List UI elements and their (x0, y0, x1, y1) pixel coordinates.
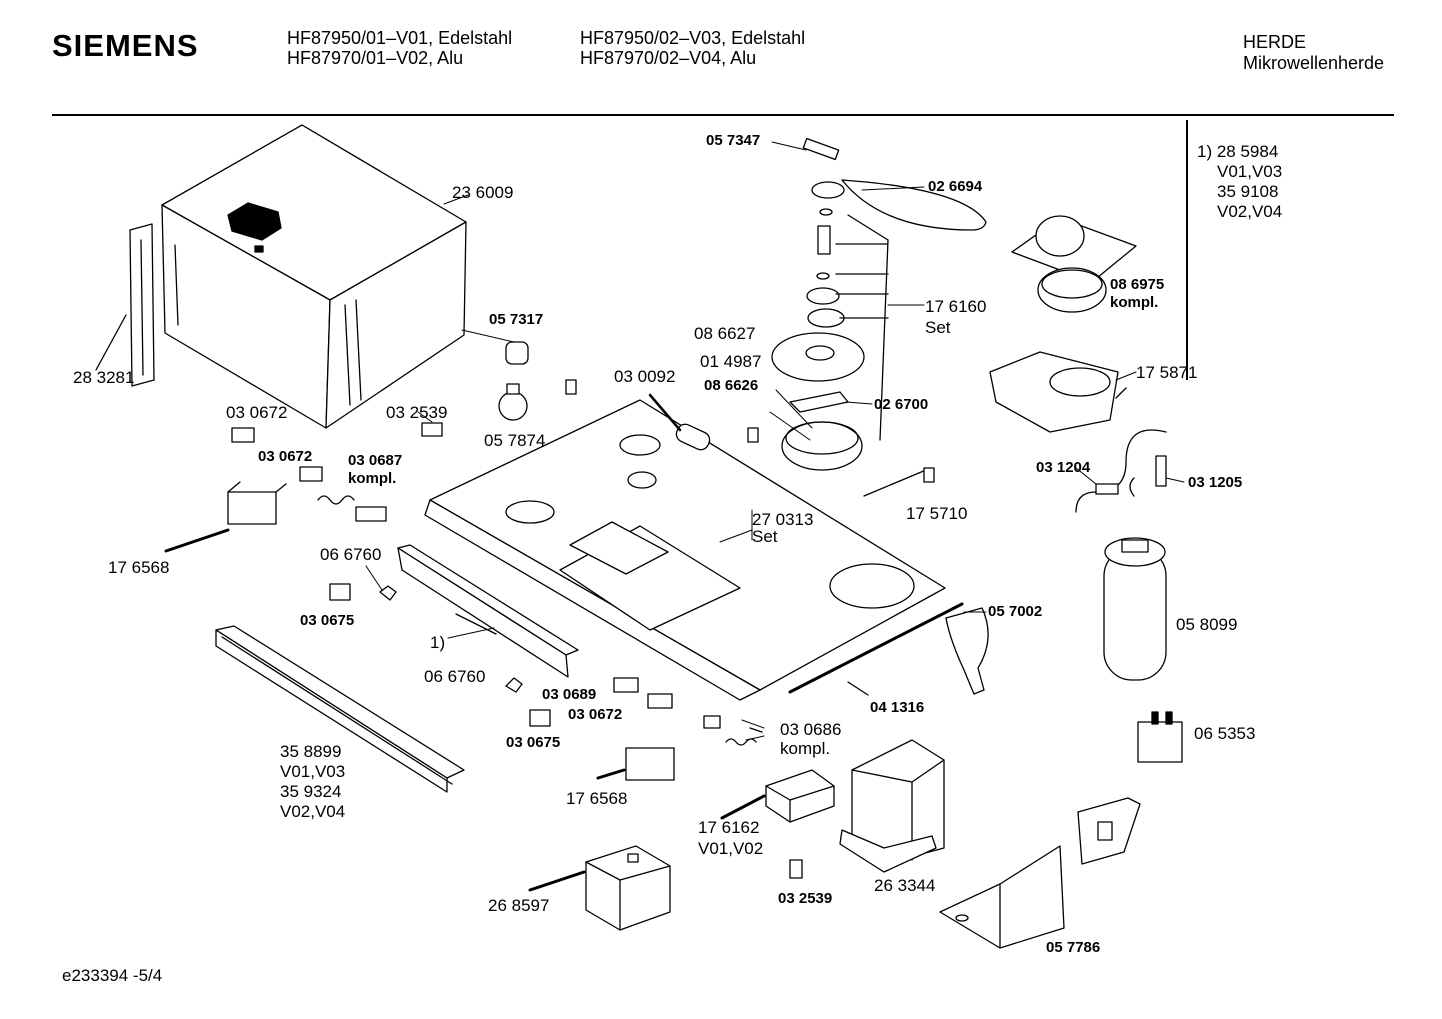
part-label: 08 6627 (694, 324, 756, 343)
part-label: 17 6568 (108, 558, 170, 577)
bracket-clip-drawing (1077, 797, 1141, 865)
part-label: 03 0687 (348, 452, 403, 469)
part-label: 06 6760 (320, 545, 382, 564)
part-label: Set (925, 318, 951, 337)
part-label: 03 0686 (780, 720, 842, 739)
part-label: 04 1316 (870, 699, 925, 716)
part-label: 05 7786 (1046, 939, 1101, 956)
side-note: 1) 28 5984 V01,V03 35 9108 V02,V04 (1197, 142, 1282, 222)
part-label: 26 8597 (488, 896, 550, 915)
part-label: 05 7002 (988, 603, 1043, 620)
capacitor-drawing (1103, 537, 1167, 681)
part-label: 03 1204 (1036, 459, 1091, 476)
model-line: HF87950/02–V03, Edelstahl (580, 28, 806, 48)
part-label: 35 8899 (280, 742, 342, 761)
part-label: 03 1205 (1188, 474, 1243, 491)
part-label: 1) (430, 633, 446, 652)
part-label: 17 6162 (698, 818, 760, 837)
model-line: HF87970/02–V04, Alu (580, 48, 757, 68)
part-label: Set (752, 527, 778, 546)
part-label: 02 6700 (874, 396, 929, 413)
side-note-line: 35 9108 (1217, 182, 1279, 201)
part-label: 05 7874 (484, 431, 546, 450)
model-list-2: HF87950/02–V03, Edelstahl HF87970/02–V04… (580, 28, 805, 68)
model-line: HF87950/01–V01, Edelstahl (287, 28, 513, 48)
model-list-1: HF87950/01–V01, Edelstahl HF87970/01–V02… (287, 28, 512, 68)
part-label: V01,V03 (280, 762, 346, 781)
part-label: 26 3344 (874, 876, 936, 895)
small-switches-drawing (231, 422, 443, 601)
part-label: 03 0672 (226, 403, 288, 422)
relay-lower-drawing (379, 585, 675, 781)
part-label: 27 0313 (752, 510, 814, 529)
fan-motor-drawing (1011, 215, 1137, 313)
category-line: Mikrowellenherde (1243, 53, 1385, 73)
coil-drawing (703, 715, 763, 746)
bracket-drawing (788, 602, 989, 696)
category: HERDE Mikrowellenherde (1243, 32, 1384, 74)
part-label: V02,V04 (280, 802, 346, 821)
part-label: 35 9324 (280, 782, 342, 801)
side-note-line: V02,V04 (1217, 202, 1283, 221)
part-label: 06 6760 (424, 667, 486, 686)
base-tray-drawing (424, 393, 946, 701)
leader-lines (365, 141, 1185, 741)
drawing-code: e233394 -5/4 (62, 966, 163, 985)
part-label: 03 2539 (386, 403, 448, 422)
side-note-line: V01,V03 (1217, 162, 1283, 181)
side-rail-drawing (95, 223, 155, 387)
part-label: 03 0092 (614, 367, 676, 386)
small-relay-drawing (1137, 711, 1183, 763)
fan-shroud-drawing (989, 351, 1127, 433)
part-label: 05 7347 (706, 132, 761, 149)
magnetron-drawing (528, 845, 671, 931)
part-label: 03 0675 (300, 612, 355, 629)
part-label: V01,V02 (698, 839, 764, 858)
transformer-drawing (839, 739, 945, 873)
part-label: 06 5353 (1194, 724, 1256, 743)
mounting-plate-drawing (939, 845, 1065, 949)
header-rule (52, 114, 1394, 116)
category-line: HERDE (1243, 32, 1307, 52)
part-label: 17 6568 (566, 789, 628, 808)
part-label: 23 6009 (452, 183, 514, 202)
part-label: 01 4987 (700, 352, 762, 371)
model-line: HF87970/01–V02, Alu (287, 48, 464, 68)
part-label: 03 0672 (258, 448, 313, 465)
part-label: 03 0689 (542, 686, 597, 703)
long-trim-drawing (215, 625, 465, 793)
sensor-wire-drawing (1075, 429, 1167, 513)
misc-clips-drawing (565, 379, 935, 879)
part-label: 17 5871 (1136, 363, 1198, 382)
part-label: 08 6975 (1110, 276, 1165, 293)
lamp-drawing (498, 341, 529, 421)
side-note-line: 1) 28 5984 (1197, 142, 1279, 161)
part-label: 03 0675 (506, 734, 561, 751)
brand-logo: SIEMENS (52, 28, 199, 63)
part-label: kompl. (780, 739, 831, 758)
part-label: 03 0672 (568, 706, 623, 723)
part-label: 02 6694 (928, 178, 983, 195)
part-label: 08 6626 (704, 377, 759, 394)
part-label: 28 3281 (73, 368, 135, 387)
hv-capacitor-drawing (720, 769, 835, 823)
part-label: 17 5710 (906, 504, 968, 523)
part-label: kompl. (348, 470, 397, 487)
part-label: 05 7317 (489, 311, 544, 328)
relay-left-drawing (164, 481, 287, 553)
part-label: 03 2539 (778, 890, 833, 907)
part-label: kompl. (1110, 294, 1159, 311)
part-label: 05 8099 (1176, 615, 1238, 634)
part-label: 17 6160 (925, 297, 987, 316)
side-note-rule (1186, 120, 1188, 380)
housing-cover-drawing (161, 124, 467, 429)
front-strip-drawing (397, 544, 579, 678)
